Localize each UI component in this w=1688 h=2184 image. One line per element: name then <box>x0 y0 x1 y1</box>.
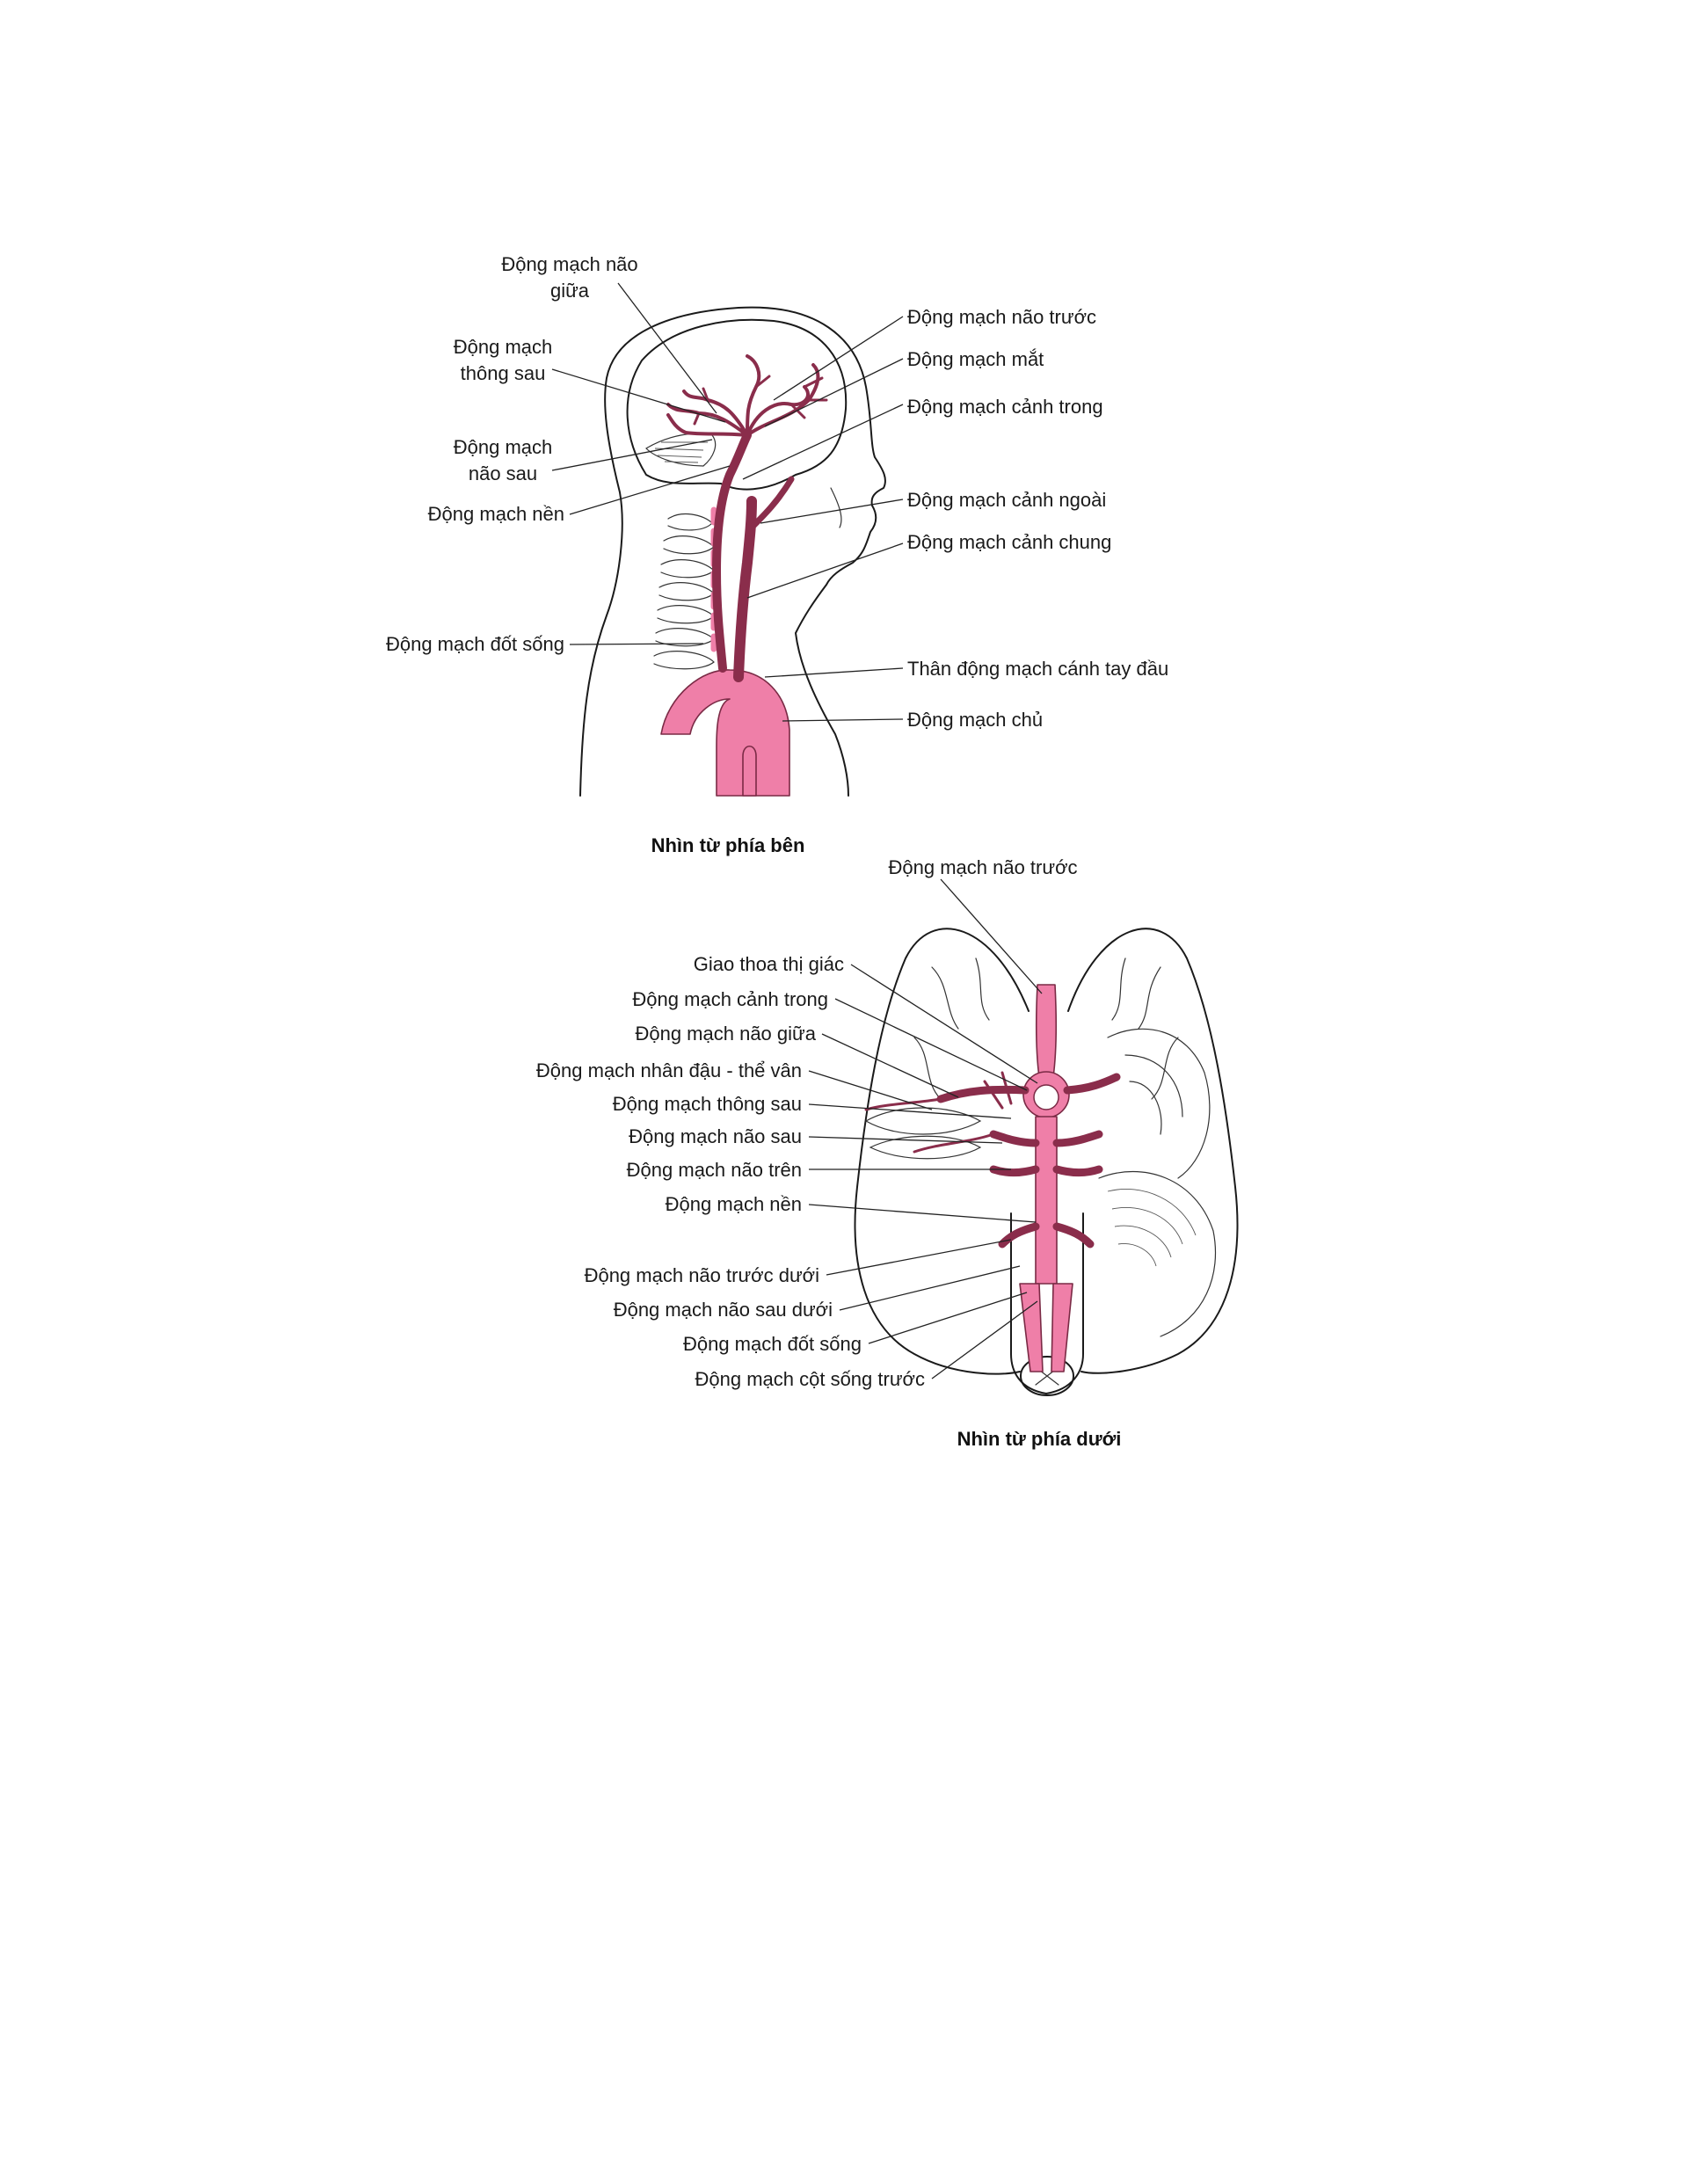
label-inf-posterior-inferior-cerebellar: Động mạch não sau dưới <box>614 1299 833 1321</box>
label-posterior-communicating-2: thông sau <box>461 362 546 384</box>
label-inf-optic-chiasm: Giao thoa thị giác <box>694 953 844 975</box>
label-inf-posterior-communicating: Động mạch thông sau <box>613 1093 802 1115</box>
cervical-vertebrae <box>654 514 714 669</box>
inferior-view-illustration <box>855 928 1238 1395</box>
label-middle-cerebral-2: giữa <box>550 280 590 302</box>
lateral-labels: Động mạch não giữa Động mạch thông sau Đ… <box>386 253 1168 731</box>
label-ophthalmic: Động mạch mắt <box>907 348 1044 370</box>
label-inf-anterior-inferior-cerebellar: Động mạch não trước dưới <box>585 1264 819 1286</box>
caption-inferior-view: Nhìn từ phía dưới <box>957 1428 1122 1450</box>
label-inf-lenticulostriate: Động mạch nhân đậu - thể vân <box>536 1059 802 1081</box>
label-internal-carotid: Động mạch cảnh trong <box>907 396 1103 418</box>
lateral-view-illustration <box>580 308 885 796</box>
label-common-carotid: Động mạch cảnh chung <box>907 531 1111 553</box>
label-inf-internal-carotid: Động mạch cảnh trong <box>632 988 828 1010</box>
aorta-shape <box>661 670 789 796</box>
temporal-lobe <box>1108 1029 1210 1178</box>
inferior-labels: Động mạch não trước Giao thoa thị giác Đ… <box>536 856 1078 1390</box>
label-posterior-communicating-1: Động mạch <box>454 336 553 358</box>
label-inf-posterior-cerebral: Động mạch não sau <box>629 1125 802 1147</box>
label-aorta: Động mạch chủ <box>907 709 1043 731</box>
label-anterior-cerebral: Động mạch não trước <box>907 306 1096 328</box>
label-inf-basilar: Động mạch nền <box>666 1193 802 1215</box>
label-inf-anterior-cerebral: Động mạch não trước <box>888 856 1077 878</box>
caption-lateral-view: Nhìn từ phía bên <box>651 834 805 856</box>
label-posterior-cerebral-2: não sau <box>469 462 537 484</box>
cerebellum-inferior <box>1099 1172 1216 1337</box>
label-brachiocephalic-trunk: Thân động mạch cánh tay đầu <box>907 658 1168 680</box>
anterior-cerebral-inferior <box>1037 985 1057 1077</box>
label-inf-anterior-spinal: Động mạch cột sống trước <box>695 1368 926 1390</box>
label-inf-vertebral: Động mạch đốt sống <box>683 1333 862 1355</box>
label-inf-superior-cerebellar: Động mạch não trên <box>627 1159 802 1181</box>
label-vertebral: Động mạch đốt sống <box>386 633 564 655</box>
label-posterior-cerebral-1: Động mạch <box>454 436 553 458</box>
label-external-carotid: Động mạch cảnh ngoài <box>907 489 1106 511</box>
label-inf-middle-cerebral: Động mạch não giữa <box>635 1023 816 1045</box>
label-middle-cerebral-1: Động mạch não <box>501 253 637 275</box>
label-basilar: Động mạch nền <box>428 503 564 525</box>
